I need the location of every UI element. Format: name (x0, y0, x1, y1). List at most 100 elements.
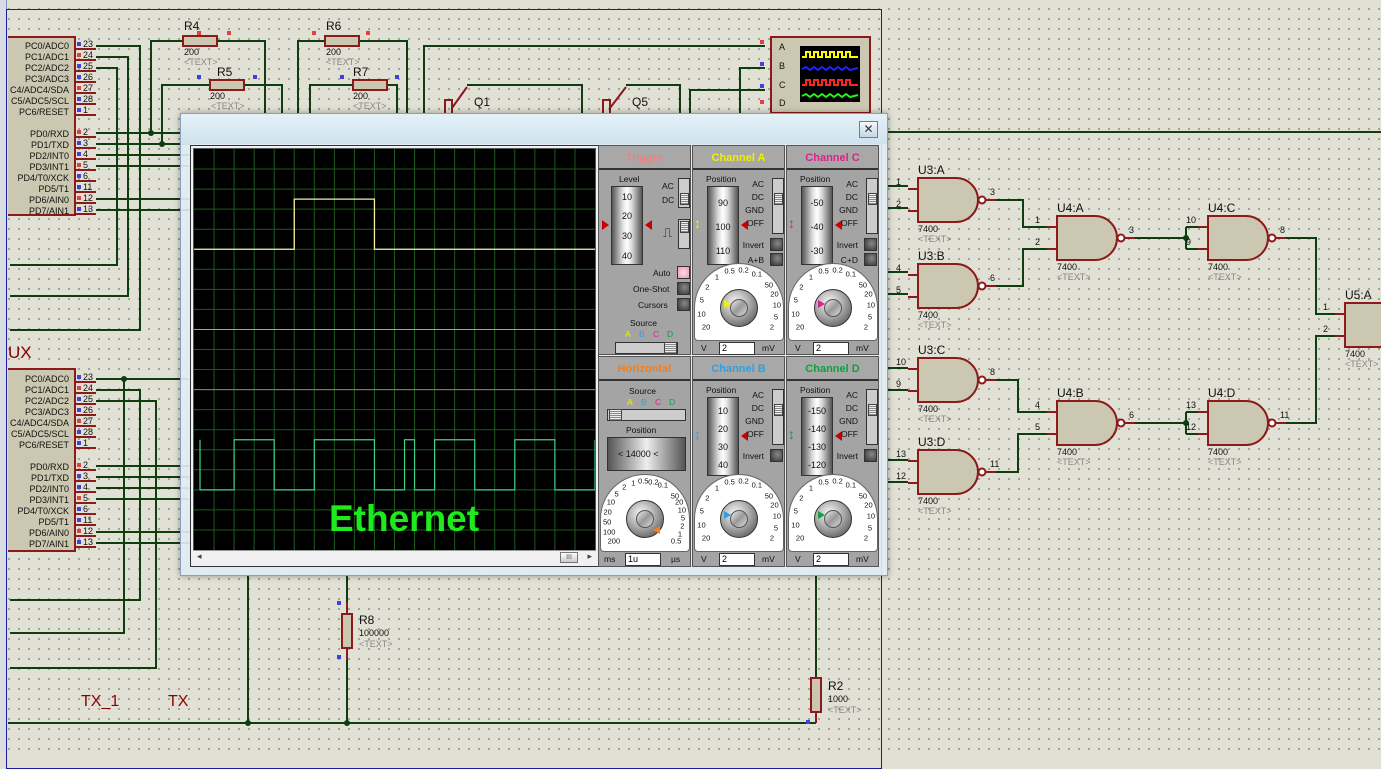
resistor-r8-body[interactable] (341, 613, 353, 649)
combine-button[interactable] (864, 253, 877, 266)
mcu-pin-number: 4 (83, 149, 89, 159)
nand-gate-body[interactable] (1207, 400, 1269, 446)
horizontal-source-slider[interactable] (607, 409, 686, 421)
position-marker-icon (741, 220, 748, 230)
hsource-c: C (655, 397, 662, 407)
nand-gate-body[interactable] (1207, 215, 1269, 261)
scroll-right-icon[interactable]: ▸ (587, 551, 592, 561)
dial-knob[interactable] (720, 500, 758, 538)
dial-knob[interactable] (720, 289, 758, 327)
gate-input-pin: 13 (896, 449, 907, 459)
pin-stub (76, 480, 96, 482)
nand-gate-body[interactable] (1344, 302, 1381, 348)
resistor-r2-body[interactable] (810, 677, 822, 713)
nand-gate-body[interactable] (917, 263, 979, 309)
trigger-edge-switch[interactable] (678, 219, 690, 249)
dial-knob[interactable] (626, 500, 664, 538)
coupling-switch[interactable] (772, 389, 784, 445)
pin-stub (76, 524, 96, 526)
pin-marker (77, 463, 81, 467)
dial-tick-label: 2 (769, 322, 774, 332)
hsource-b: B (641, 397, 647, 407)
auto-button[interactable] (677, 266, 690, 279)
mcu-pin-label: PC1/ADC1 (24, 385, 69, 395)
nand-gate-body[interactable] (917, 177, 979, 223)
transistor-q5-lead (609, 86, 627, 109)
trigger-ac-label: AC (662, 181, 674, 191)
resistor-r7-body[interactable] (352, 79, 388, 91)
level-marker-icon (645, 220, 652, 230)
wire (1286, 335, 1335, 424)
invert-label: Invert (836, 451, 858, 461)
transistor-q1-symbol[interactable] (444, 99, 453, 113)
junction (1183, 235, 1189, 241)
nand-gate-body[interactable] (917, 449, 979, 495)
dial-knob[interactable] (814, 289, 852, 327)
close-button[interactable]: ✕ (859, 121, 878, 138)
cursors-button[interactable] (677, 298, 690, 311)
invert-button[interactable] (864, 238, 877, 251)
r4-text: <TEXT> (184, 57, 218, 67)
nand-gate-body[interactable] (917, 357, 979, 403)
resistor-r6-body[interactable] (324, 35, 360, 47)
invert-button[interactable] (864, 449, 877, 462)
volts-per-div-value[interactable]: 2 (719, 342, 755, 355)
trigger-coupling-switch[interactable] (678, 178, 690, 208)
pin-stub (76, 169, 96, 171)
mcu-pin-number: 13 (83, 537, 94, 547)
position-scale[interactable]: -50-40-30 (801, 186, 833, 265)
scroll-left-icon[interactable]: ◂ (197, 551, 202, 561)
oneshot-button[interactable] (677, 282, 690, 295)
volts-per-div-value[interactable]: 2 (813, 342, 849, 355)
unit-v: V (795, 554, 801, 564)
resistor-r4-body[interactable] (182, 35, 218, 47)
dial-tick-label: 100 (602, 527, 616, 537)
dial-knob[interactable] (814, 500, 852, 538)
scroll-thumb[interactable]: III (560, 552, 578, 563)
coupling-switch[interactable] (866, 178, 878, 234)
trigger-level-scale[interactable]: 10 20 30 40 (611, 186, 643, 265)
pin-marker (760, 100, 764, 104)
oscilloscope-titlebar[interactable] (181, 114, 887, 144)
mcu-pin-label: PC3/ADC3 (24, 407, 69, 417)
volts-per-div-value[interactable]: 2 (719, 553, 755, 566)
oscilloscope-window[interactable]: ✕ Ethernet ◂ III ▸ Trigger Level 10 20 3… (180, 113, 888, 576)
horizontal-position-wheel[interactable]: < 14000 < (607, 437, 686, 471)
mcu-top[interactable] (8, 36, 76, 216)
tick: 100 (715, 221, 731, 232)
mcu-bottom[interactable] (8, 368, 76, 552)
resistor-r5-body[interactable] (209, 79, 245, 91)
coupling-gnd-label: GND (839, 205, 858, 215)
tick: 10 (717, 405, 728, 416)
invert-button[interactable] (770, 238, 783, 251)
gate-input-pin: 2 (1323, 324, 1329, 334)
trigger-source-slider[interactable] (615, 342, 678, 354)
unit-v: V (795, 343, 801, 353)
gate-part: 7400 (918, 310, 939, 320)
transistor-q5-symbol[interactable] (602, 99, 611, 113)
pin-stub (76, 48, 96, 50)
timebase-value[interactable]: 1u (625, 553, 661, 566)
wire (626, 84, 681, 113)
mcu-pin-label: PD7/AIN1 (28, 539, 69, 549)
coupling-switch[interactable] (866, 389, 878, 445)
invert-button[interactable] (770, 449, 783, 462)
mcu-pin-label: PC6/RESET (18, 107, 69, 117)
pin-marker (77, 42, 81, 46)
position-label: Position (706, 174, 737, 184)
position-scale[interactable]: -150-140-130-120 (801, 397, 833, 476)
dial-tick-label: 10 (791, 309, 800, 319)
horizontal-scrollbar[interactable]: ◂ III ▸ (193, 550, 596, 564)
nand-gate-body[interactable] (1056, 215, 1118, 261)
coupling-switch[interactable] (772, 178, 784, 234)
combine-button[interactable] (770, 253, 783, 266)
nand-gate-body[interactable] (1056, 400, 1118, 446)
volts-per-div-value[interactable]: 2 (813, 553, 849, 566)
